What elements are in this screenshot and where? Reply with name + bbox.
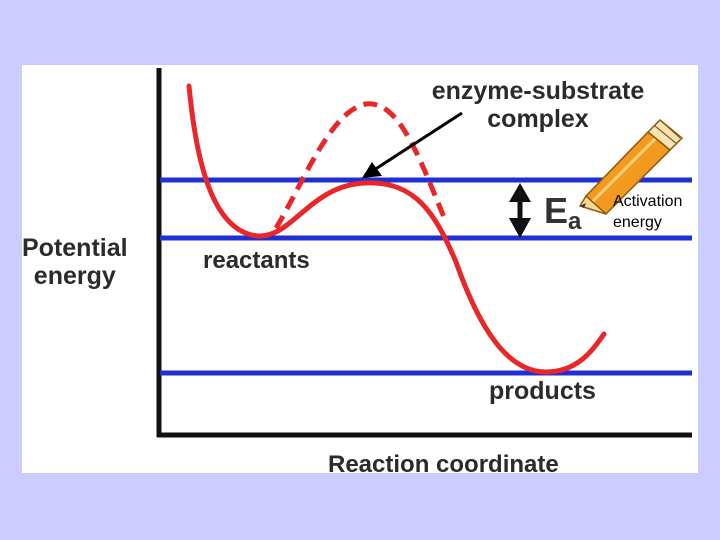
y-axis-label: Potential energy [22, 234, 128, 290]
diagram-panel [22, 65, 698, 473]
ea-symbol: E [544, 190, 569, 231]
annotation-line2: energy [613, 213, 662, 231]
ea-subscript: a [568, 208, 582, 235]
double-arrow-icon [509, 183, 531, 238]
pencil-icon [578, 118, 684, 216]
y-axis-label-line1: Potential [22, 234, 128, 262]
y-axis-label-line2: energy [33, 261, 116, 290]
products-label: products [489, 377, 596, 405]
pointer-arrow-icon [362, 111, 463, 178]
reactants-label: reactants [203, 247, 310, 274]
uncatalyzed-curve [273, 101, 449, 230]
complex-label-line2: complex [487, 104, 589, 133]
activation-energy-annotation: Activation energy [613, 192, 682, 234]
annotation-line1: Activation [613, 193, 683, 210]
complex-label-line1: enzyme-substrate [431, 77, 645, 105]
complex-label: enzyme-substrate complex [414, 77, 662, 133]
catalyzed-curve [186, 83, 607, 375]
x-axis-label: Reaction coordinate [328, 451, 559, 478]
ea-label: Ea [544, 193, 581, 234]
